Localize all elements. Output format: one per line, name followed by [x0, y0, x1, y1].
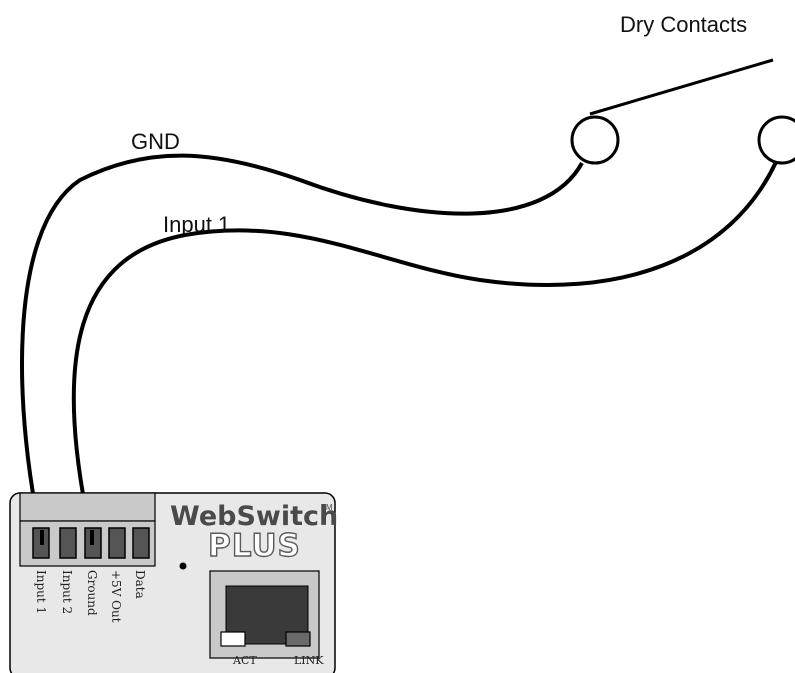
status-dot [179, 562, 187, 570]
contact-terminal-left [570, 115, 620, 165]
terminal-label-data: Data [133, 570, 147, 599]
webswitch-device: Input 1 Input 2 Ground +5V Out Data WebS… [9, 492, 338, 673]
switch-lever [589, 58, 774, 116]
terminal-slot-2 [59, 527, 77, 559]
gnd-label: GND [131, 129, 180, 154]
act-led [220, 631, 246, 647]
dry-contact-switch [570, 58, 795, 165]
terminal-slot-4 [108, 527, 126, 559]
dry-contacts-label: Dry Contacts [620, 12, 747, 37]
gnd-wire [20, 153, 584, 541]
terminal-slot-5 [132, 527, 150, 559]
logo-webswitch: WebSwitch [170, 501, 338, 532]
link-label: LINK [294, 654, 324, 667]
terminal-label-input2: Input 2 [60, 570, 74, 614]
input1-wire [71, 161, 778, 541]
logo-plus: PLUS [208, 528, 301, 564]
logo-tm: TM [321, 503, 333, 512]
link-led [285, 631, 311, 647]
act-label: ACT [232, 654, 257, 667]
terminal-block-top [19, 492, 156, 522]
terminal-label-5v-out: +5V Out [109, 570, 123, 623]
terminal-label-input1: Input 1 [34, 570, 48, 614]
terminal-label-ground: Ground [85, 570, 99, 616]
contact-terminal-right [757, 115, 795, 165]
